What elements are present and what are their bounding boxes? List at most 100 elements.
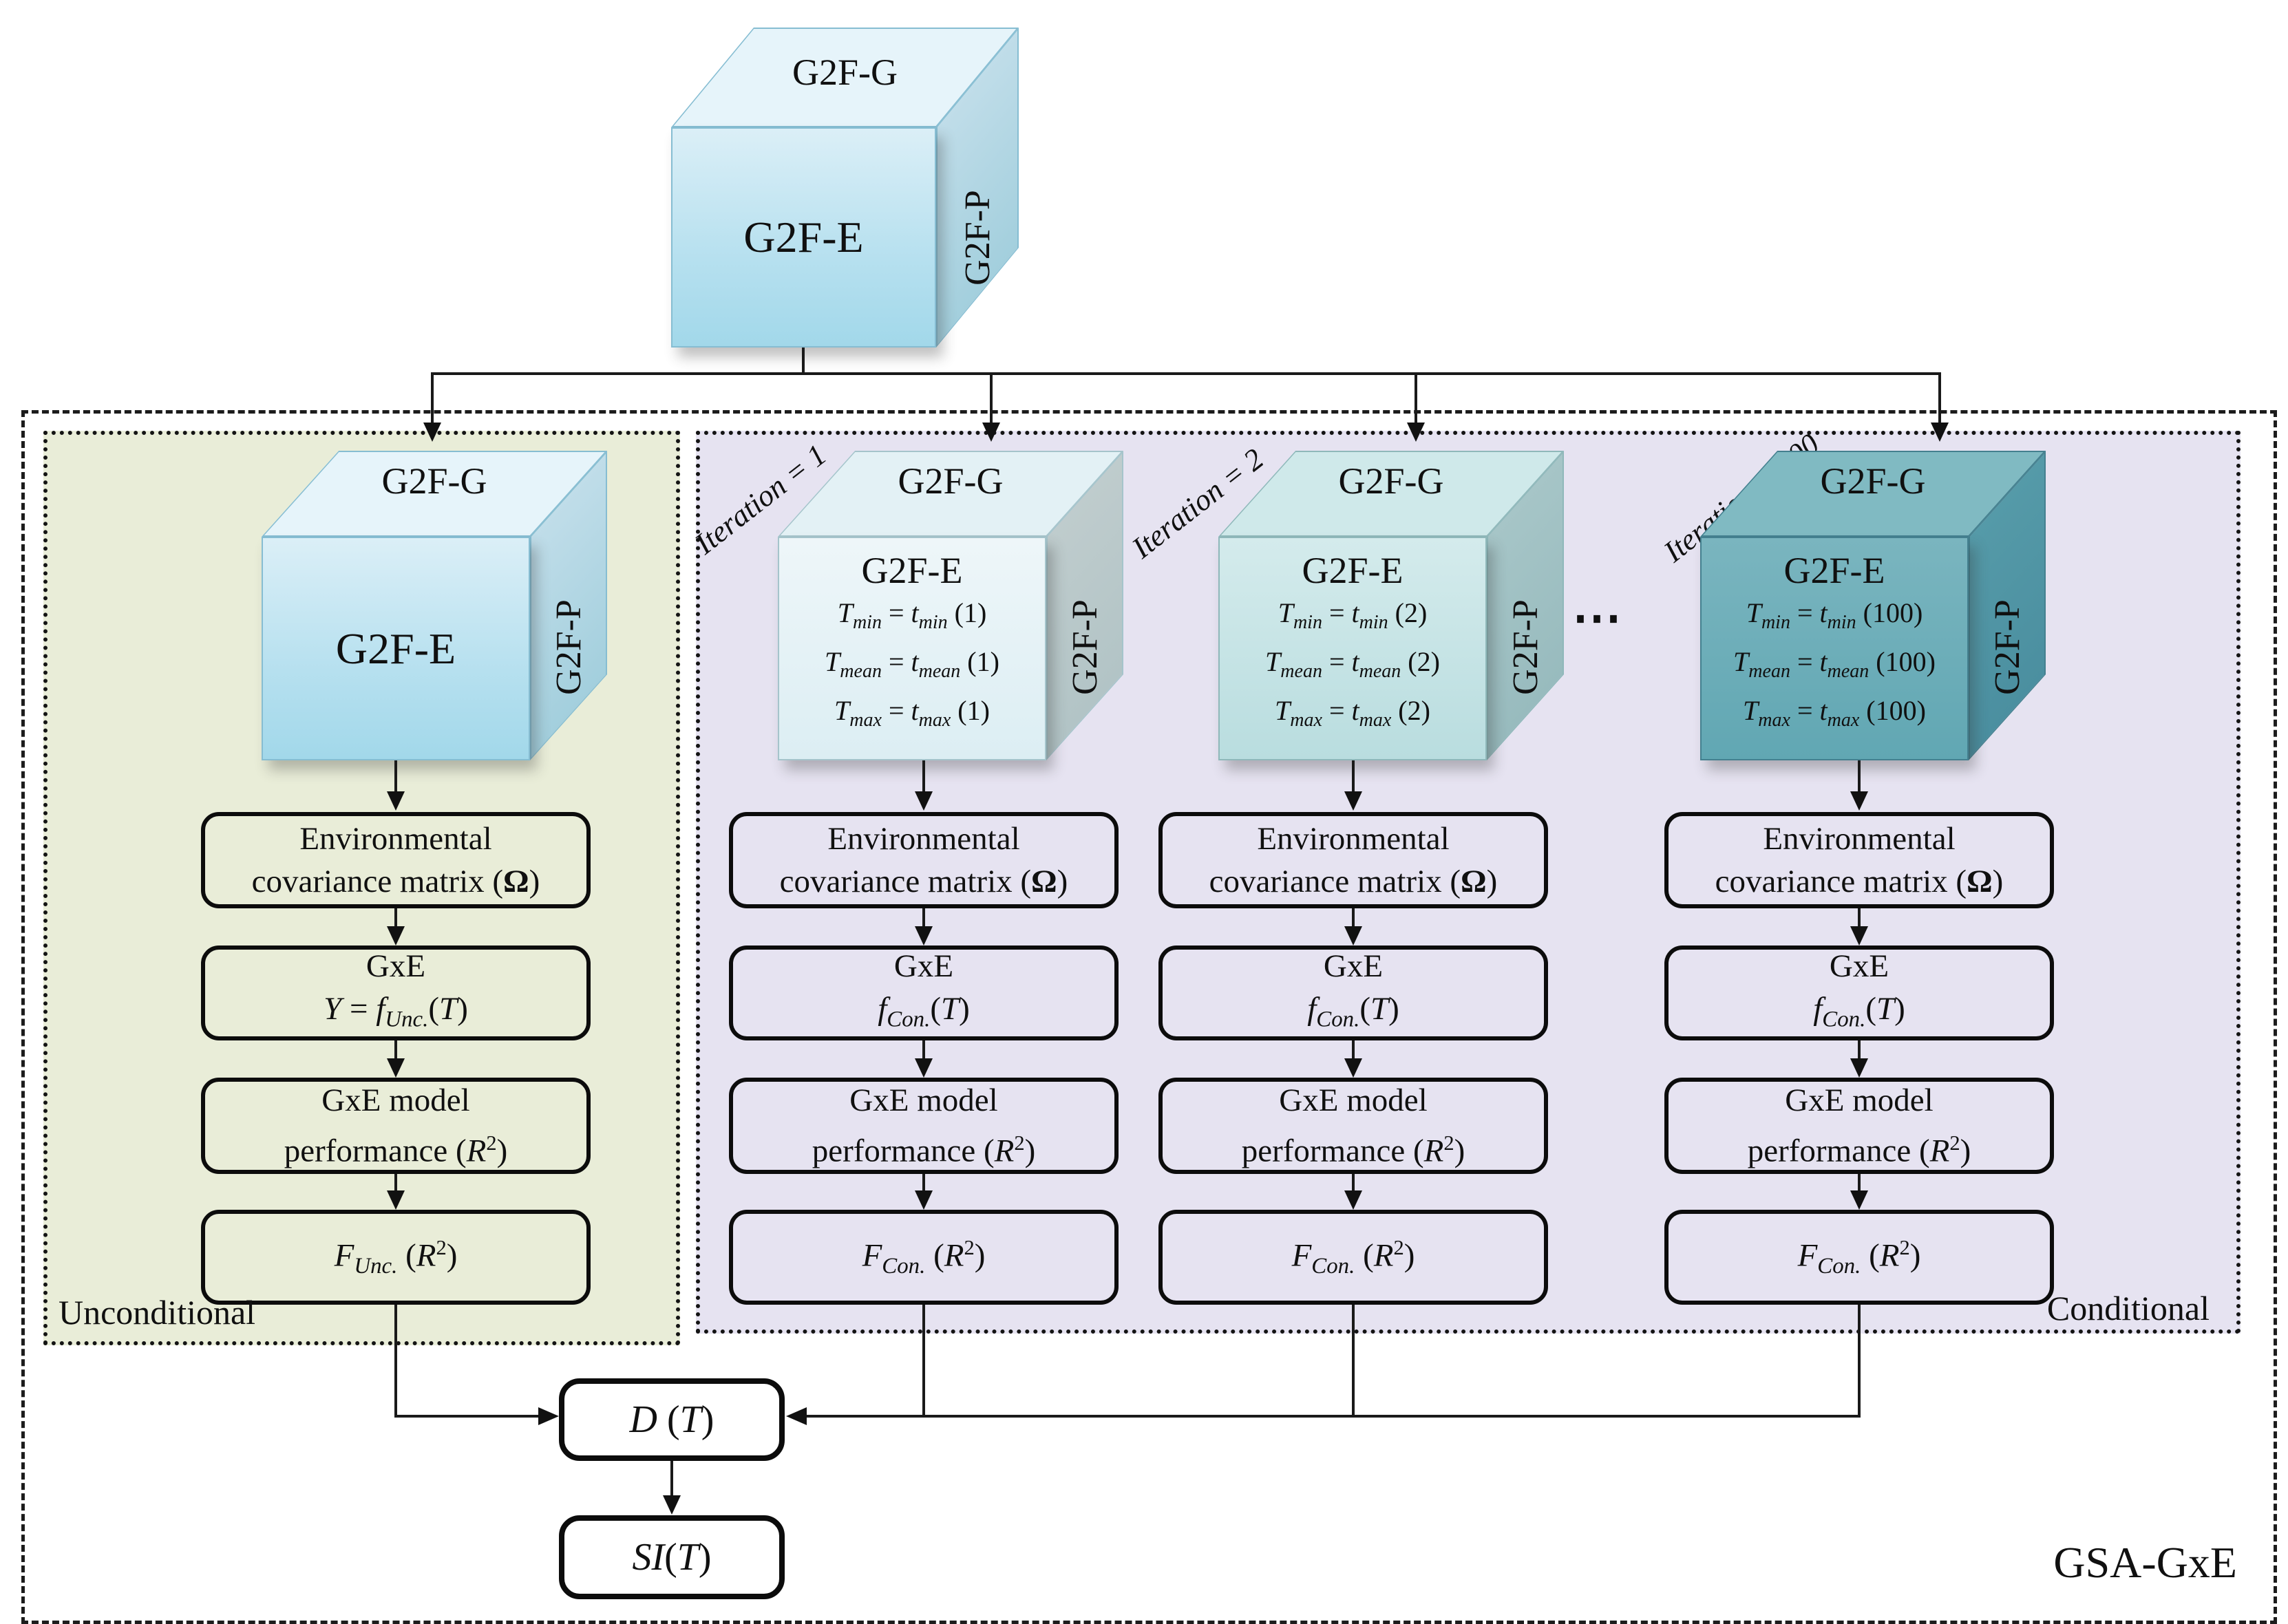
- arrowhead-into-iteration-1-cube: [982, 423, 1000, 442]
- si-of-t-label: SI(T): [632, 1536, 712, 1579]
- iteration-100-f-box: FCon. (R2): [1664, 1210, 2054, 1305]
- unconditional-env-covariance-box: Environmental covariance matrix (Ω): [201, 812, 591, 908]
- arrow-it100-cube-to-env: [1858, 760, 1861, 791]
- arrowhead-unc-cube-to-env: [387, 791, 405, 811]
- arrowhead-it2-cube-to-env: [1344, 791, 1362, 811]
- arrowhead-it2-env-to-gxe: [1344, 926, 1362, 945]
- iteration-2-model-performance-box: GxE model performance (R2): [1158, 1078, 1548, 1174]
- drop-iteration-100-f-to-merge: [1858, 1305, 1861, 1418]
- f-box-label: FUnc. (R2): [334, 1236, 458, 1279]
- drop-iteration-2-f-to-merge: [1352, 1305, 1355, 1418]
- arrowhead-into-d-left: [538, 1407, 559, 1425]
- arrow-it100-gxe-to-perf: [1858, 1040, 1861, 1058]
- perf-box-line2: performance (R2): [1747, 1131, 1971, 1169]
- source-cube-front-face: G2F-E: [671, 127, 936, 348]
- iteration-2-cube-side-label-wrap: G2F-P: [1481, 544, 1569, 750]
- iteration-2-env-covariance-box: Environmental covariance matrix (Ω): [1158, 812, 1548, 908]
- arrowhead-unc-gxe-to-perf: [387, 1058, 405, 1078]
- source-cube-side-label: G2F-P: [957, 189, 997, 286]
- env-box-line1: Environmental: [827, 821, 1020, 857]
- iteration-2-gxe-box: GxE fCon.(T): [1158, 945, 1548, 1040]
- iteration-1-cube-front-label: G2F-E: [861, 550, 963, 591]
- arrowhead-it100-gxe-to-perf: [1850, 1058, 1868, 1078]
- arrowhead-unc-perf-to-f: [387, 1190, 405, 1210]
- unconditional-model-performance-box: GxE model performance (R2): [201, 1078, 591, 1174]
- connector-drop-iteration-2: [1415, 372, 1417, 423]
- arrow-d-to-si: [670, 1461, 673, 1495]
- iteration-2-cube-front-face: G2F-E Tmin = tmin (2) Tmean = tmean (2) …: [1218, 537, 1487, 760]
- arrow-it1-perf-to-f: [922, 1174, 925, 1190]
- env-box-line1: Environmental: [299, 821, 492, 857]
- gxe-box-line1: GxE: [1323, 948, 1384, 985]
- tmean-formula: Tmean = tmean (100): [1733, 646, 1936, 682]
- iteration-1-model-performance-box: GxE model performance (R2): [729, 1078, 1119, 1174]
- drop-iteration-1-f-to-merge: [922, 1305, 925, 1418]
- arrow-it1-cube-to-env: [922, 760, 925, 791]
- arrow-unc-perf-to-f: [394, 1174, 397, 1190]
- iteration-1-f-box: FCon. (R2): [729, 1210, 1119, 1305]
- merge-line-right: [807, 1415, 1861, 1418]
- tmean-formula: Tmean = tmean (1): [825, 646, 999, 682]
- perf-box-line1: GxE model: [849, 1082, 998, 1119]
- gsa-gxe-diagram-label: GSA-GxE: [2053, 1538, 2237, 1587]
- iteration-100-env-covariance-box: Environmental covariance matrix (Ω): [1664, 812, 2054, 908]
- arrowhead-it100-env-to-gxe: [1850, 926, 1868, 945]
- d-of-t-label: D (T): [629, 1398, 714, 1441]
- connector-drop-iteration-100: [1938, 372, 1941, 423]
- iteration-1-env-covariance-box: Environmental covariance matrix (Ω): [729, 812, 1119, 908]
- iteration-100-gxe-box: GxE fCon.(T): [1664, 945, 2054, 1040]
- gxe-box-line2: fCon.(T): [1813, 991, 1905, 1032]
- f-box-label: FCon. (R2): [1291, 1236, 1415, 1279]
- arrowhead-into-unconditional-cube: [423, 423, 441, 442]
- iteration-100-model-performance-box: GxE model performance (R2): [1664, 1078, 2054, 1174]
- iteration-2-cube-top-label: G2F-G: [1338, 460, 1444, 502]
- perf-box-line1: GxE model: [1279, 1082, 1428, 1119]
- arrow-it2-gxe-to-perf: [1352, 1040, 1355, 1058]
- perf-box-line2: performance (R2): [284, 1131, 508, 1169]
- si-of-t-box: SI(T): [559, 1515, 785, 1599]
- arrowhead-into-iteration-100-cube: [1931, 423, 1949, 442]
- tmax-formula: Tmax = tmax (2): [1275, 695, 1430, 731]
- drop-unconditional-f-to-merge: [394, 1305, 397, 1418]
- iteration-1-cube-front-face: G2F-E Tmin = tmin (1) Tmean = tmean (1) …: [778, 537, 1046, 760]
- tmin-formula: Tmin = tmin (2): [1278, 597, 1428, 633]
- arrow-unc-gxe-to-perf: [394, 1040, 397, 1058]
- perf-box-line2: performance (R2): [812, 1131, 1036, 1169]
- perf-box-line1: GxE model: [1785, 1082, 1934, 1119]
- arrowhead-into-d-right: [786, 1407, 807, 1425]
- gxe-box-line2: fCon.(T): [878, 991, 970, 1032]
- arrowhead-it1-gxe-to-perf: [915, 1058, 933, 1078]
- arrowhead-it1-perf-to-f: [915, 1190, 933, 1210]
- arrowhead-it1-cube-to-env: [915, 791, 933, 811]
- arrow-unc-env-to-gxe: [394, 908, 397, 926]
- arrow-it1-gxe-to-perf: [922, 1040, 925, 1058]
- gxe-box-line1: GxE: [1829, 948, 1889, 985]
- env-box-line2: covariance matrix (Ω): [1209, 864, 1498, 899]
- outer-gsa-gxe-dashed-box: [21, 410, 2277, 1624]
- conditional-panel-label: Conditional: [2046, 1289, 2210, 1327]
- env-box-line2: covariance matrix (Ω): [1715, 864, 2004, 899]
- unconditional-cube-top-label: G2F-G: [381, 460, 487, 502]
- source-cube-front-label: G2F-E: [743, 213, 864, 261]
- iteration-100-cube-side-label: G2F-P: [1987, 599, 2027, 695]
- tmax-formula: Tmax = tmax (1): [834, 695, 990, 731]
- connector-drop-unconditional: [431, 372, 434, 423]
- gxe-box-line1: GxE: [366, 948, 426, 985]
- tmean-formula: Tmean = tmean (2): [1265, 646, 1440, 682]
- iteration-1-gxe-box: GxE fCon.(T): [729, 945, 1119, 1040]
- f-box-label: FCon. (R2): [1797, 1236, 1921, 1279]
- unconditional-f-box: FUnc. (R2): [201, 1210, 591, 1305]
- tmax-formula: Tmax = tmax (100): [1743, 695, 1926, 731]
- iteration-1-cube-top-label: G2F-G: [898, 460, 1004, 502]
- unconditional-gxe-box: GxE Y = fUnc.(T): [201, 945, 591, 1040]
- arrowhead-it100-cube-to-env: [1850, 791, 1868, 811]
- iteration-2-f-box: FCon. (R2): [1158, 1210, 1548, 1305]
- source-cube-side-face-label-wrap: G2F-P: [931, 134, 1024, 341]
- gxe-box-line2: Y = fUnc.(T): [324, 991, 468, 1032]
- perf-box-line1: GxE model: [321, 1082, 470, 1119]
- env-box-line1: Environmental: [1257, 821, 1450, 857]
- iterations-ellipsis: ⋯: [1572, 590, 1622, 645]
- iteration-100-cube-front-label: G2F-E: [1783, 550, 1885, 591]
- arrow-it2-perf-to-f: [1352, 1174, 1355, 1190]
